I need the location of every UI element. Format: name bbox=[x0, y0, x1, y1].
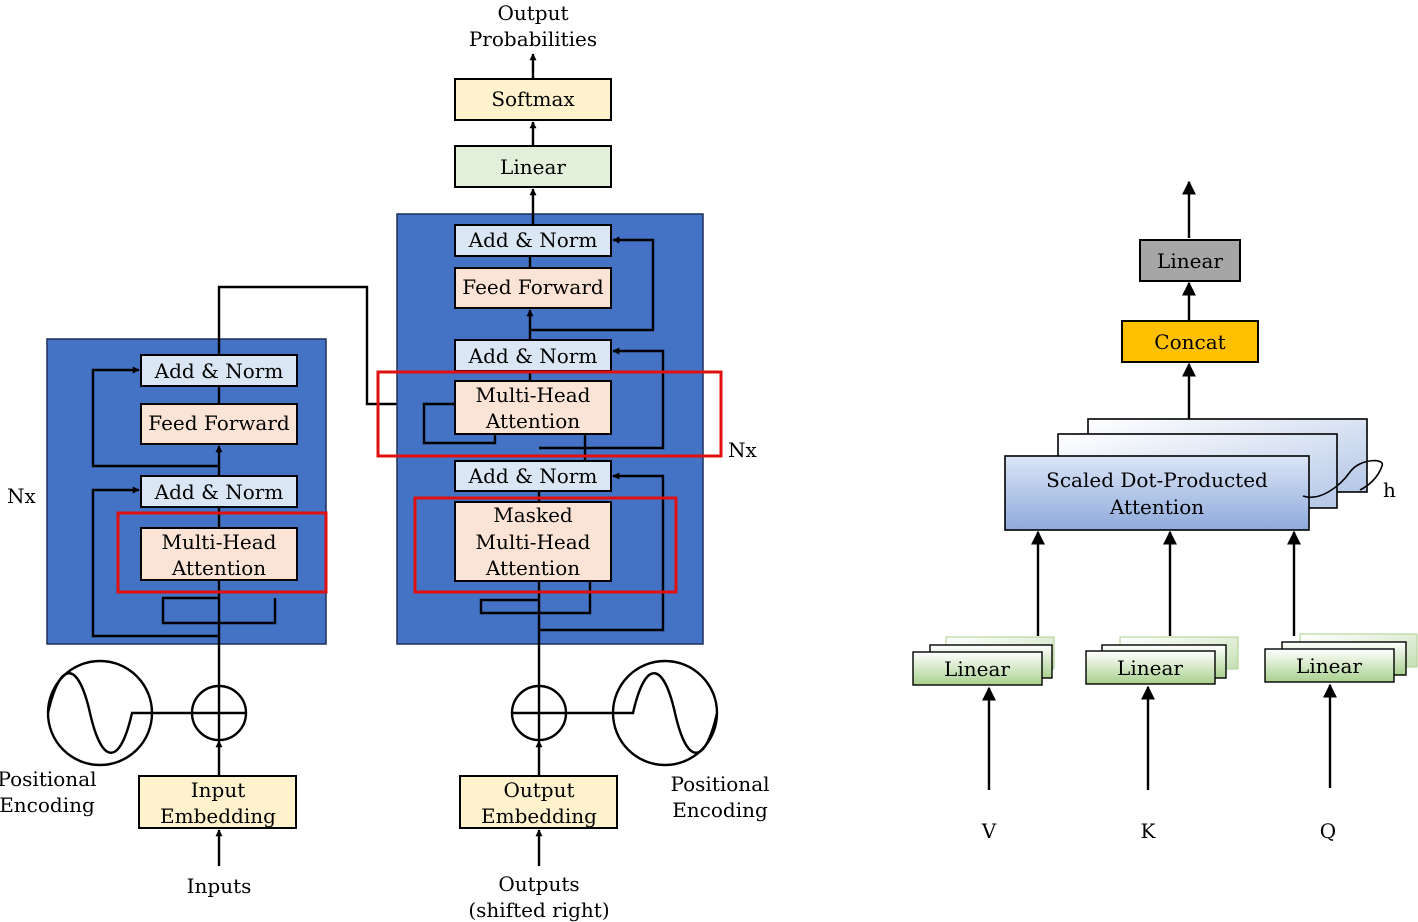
inputs-label: Inputs bbox=[187, 874, 252, 898]
decoder-add-norm-middle-label: Add & Norm bbox=[468, 344, 598, 368]
projection-v-label: Linear bbox=[944, 657, 1010, 681]
output-probabilities-line-2: Probabilities bbox=[469, 27, 597, 51]
input-embedding-line-1: Input bbox=[191, 778, 246, 802]
projection-v-linear bbox=[912, 651, 1043, 686]
projection-k: Linear K bbox=[1085, 636, 1239, 843]
softmax-block-label: Softmax bbox=[491, 87, 575, 111]
heads-label: h bbox=[1383, 478, 1396, 502]
encoder-positional-encoding-line-2: Encoding bbox=[0, 793, 95, 817]
encoder-repeat-label: Nx bbox=[7, 484, 37, 508]
output-probabilities-line-1: Output bbox=[497, 1, 568, 25]
encoder-feed-forward bbox=[140, 403, 298, 445]
input-embedding-line-2: Embedding bbox=[160, 804, 276, 828]
decoder-attention-line-1: Multi-Head bbox=[476, 383, 591, 407]
encoder-attention-line-2: Attention bbox=[171, 556, 266, 580]
encoder-multi-head-attention bbox=[140, 527, 298, 581]
decoder-positional-encoding-line-2: Encoding bbox=[672, 798, 768, 822]
decoder-multi-head-attention bbox=[454, 380, 612, 435]
input-k-label: K bbox=[1141, 819, 1157, 843]
encoder-sine-wave bbox=[46, 672, 152, 754]
decoder-add-norm-bottom-label: Add & Norm bbox=[468, 464, 598, 488]
projection-k-label: Linear bbox=[1117, 656, 1183, 680]
output-embedding-line-1: Output bbox=[503, 778, 574, 802]
mha-linear-out-label: Linear bbox=[1157, 249, 1223, 273]
input-q-label: Q bbox=[1320, 819, 1336, 843]
encoder-attention-highlight bbox=[116, 511, 328, 594]
encoder-attention-line-1: Multi-Head bbox=[162, 530, 277, 554]
decoder-add-norm-top-label: Add & Norm bbox=[468, 228, 598, 252]
projection-q-linear bbox=[1264, 648, 1395, 683]
encoder-add-norm-top-label: Add & Norm bbox=[154, 359, 284, 383]
projection-v: Linear V bbox=[912, 636, 1055, 843]
projection-q-label: Linear bbox=[1296, 654, 1362, 678]
decoder-add-norm-top bbox=[454, 224, 612, 257]
heads-brace bbox=[1302, 459, 1383, 499]
masked-attention-line-2: Multi-Head bbox=[476, 530, 591, 554]
outputs-label-line-2: (shifted right) bbox=[468, 898, 609, 922]
encoder-feed-forward-label: Feed Forward bbox=[148, 411, 290, 435]
encoder-add-norm-bottom-label: Add & Norm bbox=[154, 480, 284, 504]
linear-block-label: Linear bbox=[500, 155, 566, 179]
mha-concat-label: Concat bbox=[1154, 330, 1225, 354]
output-embedding bbox=[459, 775, 618, 829]
multi-head-detail: Linear Concat Scaled Dot-Producted Atten… bbox=[912, 180, 1418, 843]
decoder-feed-forward-label: Feed Forward bbox=[462, 275, 604, 299]
encoder-add-norm-bottom bbox=[140, 475, 298, 508]
decoder-attention-highlight bbox=[376, 370, 723, 458]
input-embedding bbox=[138, 775, 297, 829]
decoder-add-norm-bottom bbox=[454, 460, 612, 492]
decoder-masked-highlight bbox=[413, 496, 678, 594]
sdpa-line-2: Attention bbox=[1109, 495, 1204, 519]
input-v-label: V bbox=[981, 819, 997, 843]
encoder: Add & Norm Feed Forward Add & Norm Multi… bbox=[0, 285, 455, 898]
decoder-sine-wave bbox=[613, 672, 719, 754]
decoder-attention-line-2: Attention bbox=[485, 409, 580, 433]
softmax-block bbox=[454, 78, 612, 121]
sdpa-line-1: Scaled Dot-Producted bbox=[1046, 468, 1268, 492]
masked-attention-line-3: Attention bbox=[485, 556, 580, 580]
encoder-positional-encoding-line-1: Positional bbox=[0, 767, 97, 791]
mha-concat bbox=[1121, 320, 1259, 363]
decoder-positional-encoding-line-1: Positional bbox=[670, 772, 769, 796]
projection-k-linear bbox=[1085, 650, 1216, 685]
linear-block bbox=[454, 145, 612, 188]
decoder-feed-forward bbox=[454, 267, 612, 309]
outputs-label-line-1: Outputs bbox=[498, 872, 579, 896]
mha-linear-out bbox=[1139, 239, 1241, 282]
output-embedding-line-2: Embedding bbox=[481, 804, 597, 828]
decoder-repeat-label: Nx bbox=[728, 438, 758, 462]
masked-attention-line-1: Masked bbox=[493, 503, 573, 527]
encoder-add-norm-top bbox=[140, 354, 298, 387]
projection-q: Linear Q bbox=[1264, 633, 1418, 843]
sdpa-front bbox=[1004, 455, 1310, 531]
decoder-masked-attention bbox=[454, 501, 612, 582]
decoder-add-norm-middle bbox=[454, 339, 612, 372]
decoder: Add & Norm Feed Forward Add & Norm Multi… bbox=[376, 1, 770, 922]
